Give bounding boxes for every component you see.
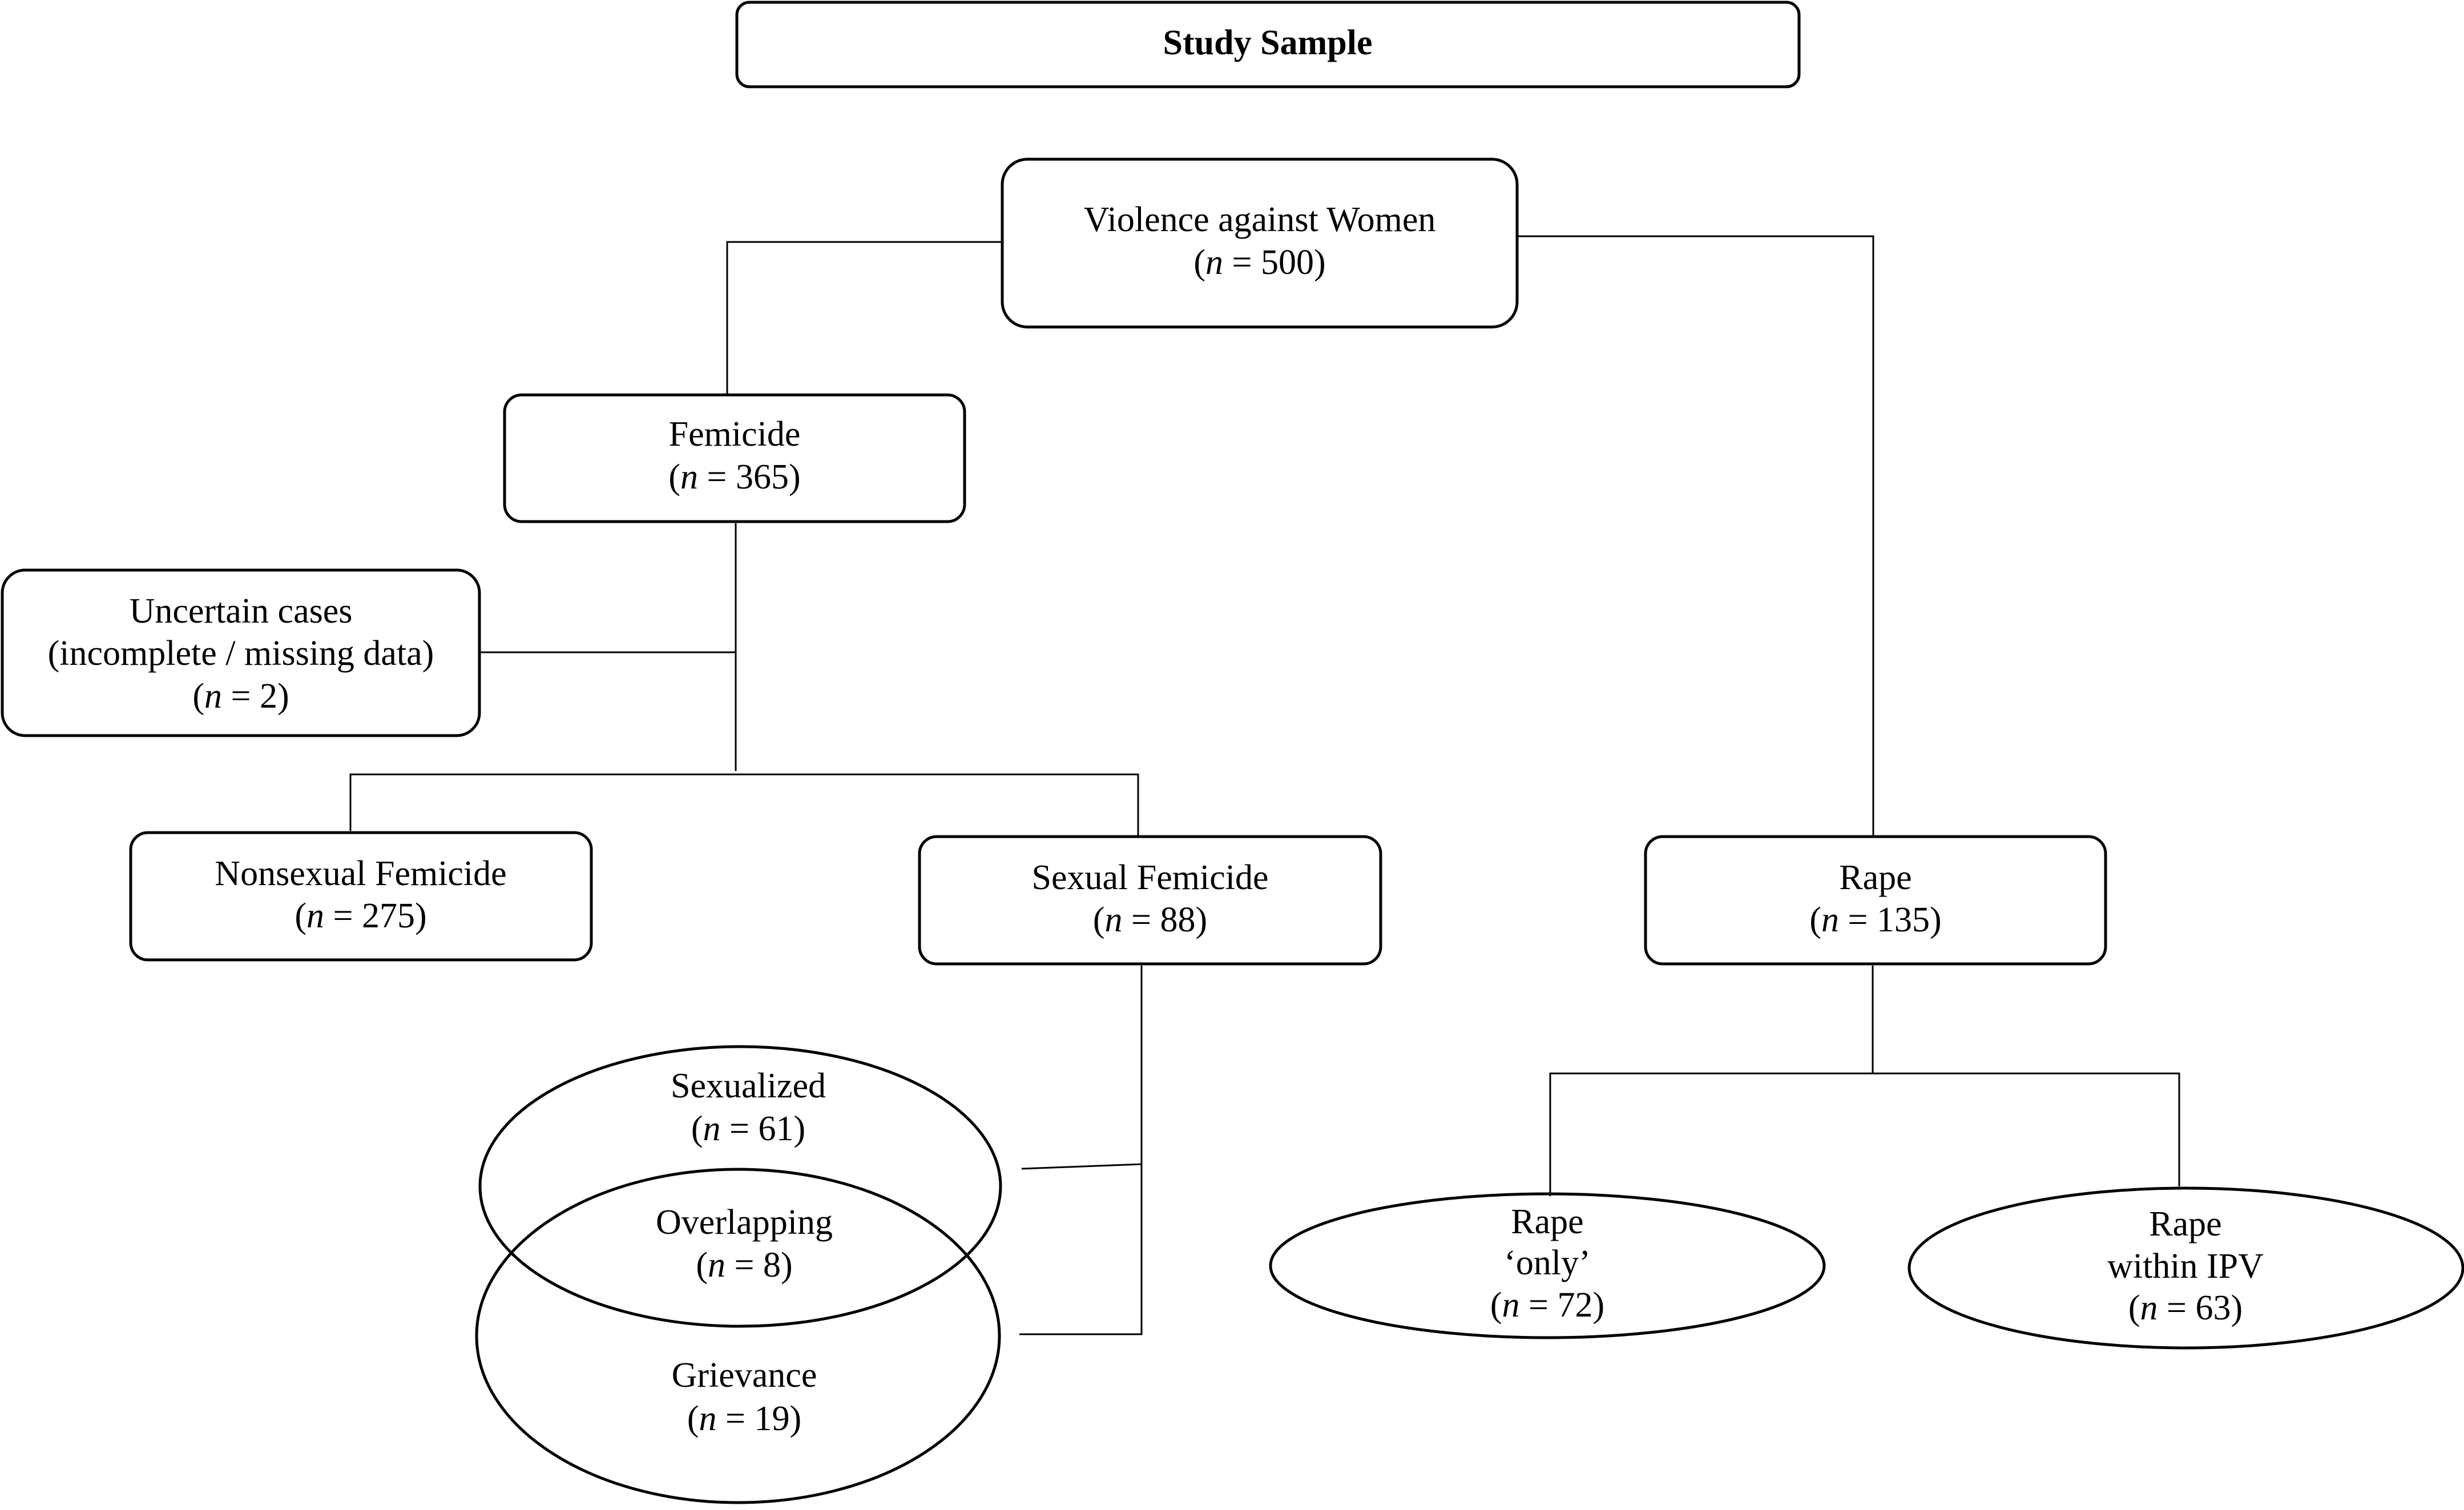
study-sample-box: Study Sample xyxy=(735,1,1801,88)
node-label: Violence against Women xyxy=(1084,200,1436,239)
node-count: (n = 2) xyxy=(192,677,289,716)
diagram-title: Study Sample xyxy=(1163,23,1373,62)
node-count: (n = 61) xyxy=(691,1109,805,1148)
node-rape-within-ipv: Rape within IPV (n = 63) xyxy=(1908,1186,2464,1350)
node-sublabel: within IPV xyxy=(2107,1247,2264,1286)
node-label: Uncertain cases xyxy=(130,592,353,631)
node-label: Femicide xyxy=(669,415,801,454)
node-uncertain-cases: Uncertain cases (incomplete / missing da… xyxy=(1,568,481,737)
node-count: (n = 19) xyxy=(687,1399,801,1438)
node-nonsexual-femicide: Nonsexual Femicide (n = 275) xyxy=(129,831,593,962)
connector-vaw-femicide xyxy=(726,241,1002,395)
node-count: (n = 275) xyxy=(295,897,426,935)
connector-rape-branches xyxy=(1549,1072,2180,1196)
connector-femicide-branches xyxy=(349,773,1139,836)
node-label: Sexual Femicide xyxy=(1032,858,1269,897)
node-femicide: Femicide (n = 365) xyxy=(503,393,966,523)
node-label: Rape xyxy=(1511,1202,1583,1241)
node-sublabel: ‘only’ xyxy=(1504,1243,1591,1282)
node-count: (n = 72) xyxy=(1490,1286,1604,1325)
node-label: Grievance xyxy=(672,1356,817,1395)
node-sexualized: Sexualized (n = 61) xyxy=(478,1045,1002,1328)
node-label: Overlapping xyxy=(656,1203,833,1242)
connector-sexualized xyxy=(1021,1163,1142,1170)
node-count: (n = 135) xyxy=(1809,901,1941,939)
node-rape-only: Rape ‘only’ (n = 72) xyxy=(1269,1192,1826,1339)
node-count: (n = 63) xyxy=(2128,1289,2243,1327)
connector-vaw-rape xyxy=(1517,235,1874,837)
node-label: Sexualized xyxy=(671,1067,826,1105)
node-count: (n = 365) xyxy=(668,458,800,496)
node-sexual-femicide: Sexual Femicide (n = 88) xyxy=(918,835,1382,966)
node-label: Rape xyxy=(2149,1205,2221,1243)
connector-sexual-trunk xyxy=(1019,966,1143,1335)
node-grievance: Grievance (n = 19) xyxy=(475,1168,1001,1504)
node-violence-against-women: Violence against Women (n = 500) xyxy=(1001,158,1519,329)
node-count: (n = 88) xyxy=(1093,901,1207,939)
node-count: (n = 500) xyxy=(1193,243,1325,282)
node-count: (n = 8) xyxy=(696,1246,792,1285)
connectors xyxy=(349,235,2180,1335)
node-rape: Rape (n = 135) xyxy=(1644,835,2107,966)
node-label: Nonsexual Femicide xyxy=(215,854,506,893)
node-label: Rape xyxy=(1839,858,1911,897)
node-overlapping: Overlapping (n = 8) xyxy=(656,1203,833,1285)
node-sublabel: (incomplete / missing data) xyxy=(48,634,434,673)
